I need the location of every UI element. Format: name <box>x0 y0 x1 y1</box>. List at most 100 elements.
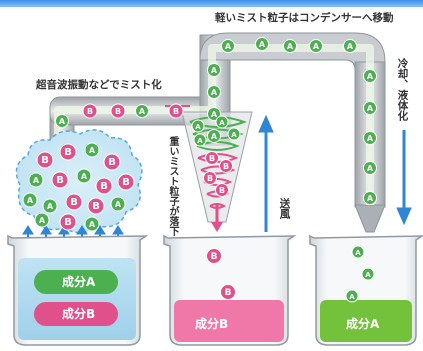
left-caption: 超音波振動などでミスト化 <box>36 79 162 91</box>
particle-a-label: A <box>115 200 122 209</box>
condenser-nozzle <box>354 204 386 233</box>
particle-a-label: A <box>225 42 232 51</box>
particle-b-label: B <box>87 107 93 116</box>
particle-b <box>65 193 83 211</box>
particle-a-label: A <box>59 117 66 126</box>
particle-b-label: B <box>219 186 225 195</box>
particle-a-label: A <box>39 216 46 225</box>
beaker-middle-liquid-label: 成分B <box>195 317 229 331</box>
particle-b <box>59 143 77 161</box>
particle-b <box>51 171 69 189</box>
particle-a-label: A <box>313 42 320 51</box>
particle-b <box>103 153 121 171</box>
particle-a-label: A <box>231 131 237 139</box>
particle-a-label: A <box>211 88 218 97</box>
particle-b <box>206 248 222 264</box>
particle-b <box>59 213 77 231</box>
particle-b <box>95 177 113 195</box>
particle-a <box>221 39 235 53</box>
particle-a-label: A <box>89 220 96 229</box>
particle-a <box>193 133 207 147</box>
particle-a-label: A <box>47 202 54 211</box>
particle-a <box>215 115 229 129</box>
particle-a-label: A <box>367 104 374 113</box>
particle-a <box>363 131 377 145</box>
particle-a <box>363 69 377 83</box>
beaker-right-liquid <box>320 300 412 342</box>
particle-a <box>207 85 221 99</box>
particle-a-label: A <box>367 164 374 173</box>
particle-a <box>363 161 377 175</box>
particle-a <box>345 289 359 303</box>
beaker-right-liquid-label: 成分A <box>346 317 380 331</box>
particle-a-label: A <box>219 119 225 127</box>
particle-a-label: A <box>367 72 374 81</box>
beaker-left <box>7 234 149 346</box>
particle-a <box>76 168 92 184</box>
particle-a-label: A <box>33 176 40 185</box>
particle-b-label: B <box>108 157 116 168</box>
cyclone-drop-arrowhead <box>211 222 223 232</box>
particle-b-label: B <box>64 147 72 158</box>
particle-b-label: B <box>41 155 49 166</box>
particle-a <box>283 39 297 53</box>
particle-a-label: A <box>287 42 294 51</box>
particle-a <box>84 142 100 158</box>
particle-a-label: A <box>27 196 34 205</box>
particle-a <box>42 198 58 214</box>
particle-a-label: A <box>195 123 201 131</box>
beaker-left-layer-b-label: 成分B <box>62 307 96 321</box>
beaker-left-layer-a-label: 成分A <box>62 275 96 289</box>
particle-a-label: A <box>365 271 371 279</box>
particle-a <box>34 212 50 228</box>
particle-a-label: A <box>367 134 374 143</box>
particle-a <box>343 39 357 53</box>
particle-b <box>203 171 217 185</box>
particle-b-label: B <box>223 162 229 171</box>
particle-a <box>255 37 269 51</box>
particle-a-label: A <box>349 293 355 301</box>
cyclone-spiral-green <box>189 116 247 151</box>
particle-b-label: B <box>56 175 64 186</box>
particle-a-label: A <box>355 249 361 257</box>
particle-a <box>55 114 69 128</box>
particle-b <box>110 103 126 119</box>
particle-a <box>28 172 44 188</box>
particle-b <box>87 197 105 215</box>
particle-a-label: A <box>347 42 354 51</box>
particle-a <box>363 101 377 115</box>
particle-a <box>135 104 149 118</box>
particle-a-label: A <box>211 132 218 141</box>
particle-b-label: B <box>225 288 232 298</box>
particle-a <box>207 129 221 143</box>
airflow-caption: 送風 <box>278 198 291 219</box>
particle-b <box>220 284 236 300</box>
top-caption: 軽いミスト粒子はコンデンサーへ移動 <box>215 12 394 24</box>
particle-a-label: A <box>211 66 218 75</box>
particle-a-label: A <box>89 146 96 155</box>
particle-b-label: B <box>122 177 130 188</box>
particle-b <box>168 103 184 119</box>
particle-b <box>205 151 219 165</box>
particle-a-label: A <box>259 40 266 49</box>
particle-b-label: B <box>92 201 100 212</box>
particle-a <box>84 216 100 232</box>
particle-b <box>219 159 233 173</box>
particle-b-label: B <box>209 154 215 163</box>
particle-a <box>361 267 375 281</box>
particle-a <box>110 196 126 212</box>
beaker-left-layer-b <box>34 302 118 326</box>
particle-b-label: B <box>115 107 121 116</box>
particle-b-label: B <box>70 197 78 208</box>
header-bar <box>0 0 423 7</box>
particle-b-label: B <box>64 217 72 228</box>
particle-b-label: B <box>207 174 213 183</box>
particle-a <box>207 107 221 121</box>
particle-a-label: A <box>367 194 374 203</box>
particle-a <box>309 39 323 53</box>
particle-a <box>191 119 205 133</box>
particle-a <box>22 192 38 208</box>
